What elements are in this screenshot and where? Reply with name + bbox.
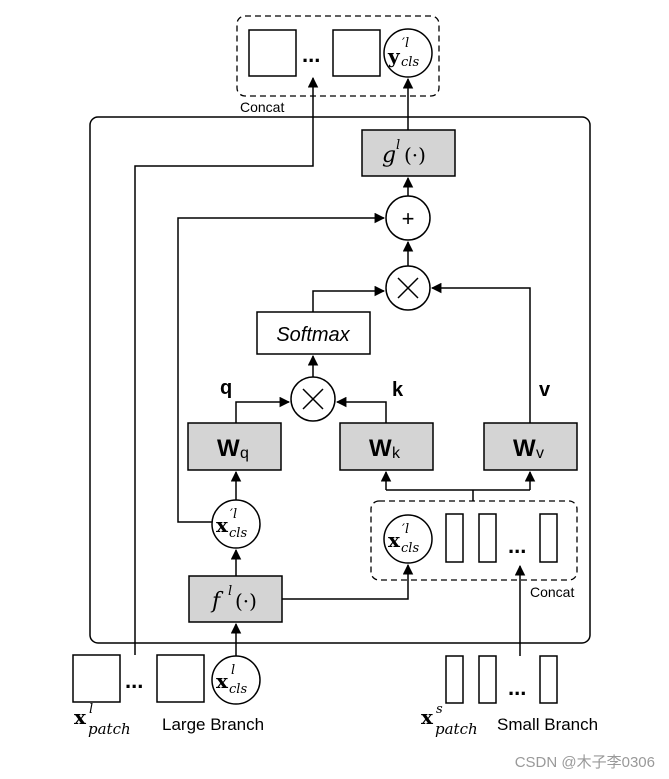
small-patch-token-1 bbox=[445, 513, 464, 563]
multiply-symbol-lower bbox=[302, 388, 324, 410]
wk-sub: k bbox=[392, 445, 401, 462]
output-patch-token-1 bbox=[248, 29, 297, 77]
x-cls-sup: ′l bbox=[230, 507, 237, 522]
small-input-token-3 bbox=[539, 655, 558, 704]
wk-box bbox=[339, 422, 434, 471]
wv-box bbox=[483, 422, 578, 471]
softmax-to-multiply-arrow bbox=[312, 285, 386, 312]
x-cls-in-label: x bbox=[216, 669, 229, 693]
g-func-arg: (·) bbox=[404, 143, 426, 167]
concat-right-label: Concat bbox=[530, 584, 574, 600]
x-cls-in-sub: cls bbox=[229, 682, 247, 697]
x-patch-small-sub: patch bbox=[435, 720, 478, 738]
k-to-multiply-arrow bbox=[335, 396, 387, 423]
module-container bbox=[89, 116, 591, 644]
watermark: CSDN @木子李0306 bbox=[515, 754, 655, 771]
x-patch-large-sup: l bbox=[89, 702, 93, 717]
concat-to-k-v-stem bbox=[386, 489, 530, 501]
residual-arrow bbox=[177, 212, 386, 523]
x-cls-in-sup: l bbox=[231, 663, 235, 678]
small-input-token-2 bbox=[478, 655, 497, 704]
output-concat-group bbox=[236, 15, 440, 97]
q-label: q bbox=[220, 377, 232, 399]
small-input-token-1 bbox=[445, 655, 464, 704]
x-cls-small-concat-token bbox=[383, 514, 433, 564]
concat-top-label: Concat bbox=[240, 99, 284, 115]
wv-main: W bbox=[513, 435, 536, 462]
x-cls-right-label: x bbox=[388, 528, 401, 552]
small-patch-token-2 bbox=[478, 513, 497, 563]
x-cls-label: x bbox=[216, 513, 229, 537]
output-patch-token-2 bbox=[332, 29, 381, 77]
x-cls-right-sub: cls bbox=[401, 541, 419, 556]
wv-sub: v bbox=[536, 445, 544, 462]
x-patch-small-sup: s bbox=[436, 702, 443, 717]
y-cls-token bbox=[383, 28, 433, 78]
large-patch-token-1 bbox=[72, 654, 121, 703]
x-patch-large-sub: patch bbox=[88, 720, 131, 738]
plus-symbol: + bbox=[402, 206, 415, 231]
large-input-dots: ... bbox=[125, 668, 143, 693]
small-branch-label: Small Branch bbox=[497, 715, 598, 734]
y-cls-sup: ′l bbox=[402, 36, 409, 51]
large-branch-label: Large Branch bbox=[162, 715, 264, 734]
small-concat-dots: ... bbox=[508, 533, 526, 558]
x-patch-small-label: x bbox=[421, 705, 434, 729]
wq-sub: q bbox=[240, 445, 249, 462]
g-func-label: g bbox=[382, 143, 396, 168]
f-to-concat-arrow bbox=[282, 563, 414, 600]
wq-box bbox=[187, 422, 282, 471]
f-func-sup: l bbox=[228, 584, 232, 599]
small-branch-concat-group bbox=[370, 500, 578, 581]
x-patch-large-label: x bbox=[74, 705, 87, 729]
wq-main: W bbox=[217, 435, 240, 462]
x-cls-right-sup: ′l bbox=[402, 522, 409, 537]
v-to-multiply-arrow bbox=[430, 282, 531, 423]
softmax-label: Softmax bbox=[276, 324, 350, 346]
patch-bypass-arrow bbox=[134, 76, 319, 655]
multiply-symbol-upper bbox=[397, 277, 419, 299]
q-to-multiply-arrow bbox=[235, 396, 291, 423]
f-func-arg: (·) bbox=[235, 589, 257, 613]
g-projection-box bbox=[361, 129, 456, 177]
x-cls-sub: cls bbox=[229, 526, 247, 541]
wk-main: W bbox=[369, 435, 392, 462]
output-dots: ... bbox=[302, 42, 320, 67]
f-projection-box bbox=[188, 575, 283, 623]
v-label: v bbox=[539, 379, 551, 401]
y-cls-sub: cls bbox=[401, 55, 419, 70]
k-label: k bbox=[392, 379, 404, 401]
g-func-sup: l bbox=[396, 138, 400, 153]
large-patch-token-2 bbox=[156, 654, 205, 703]
small-input-dots: ... bbox=[508, 675, 526, 700]
small-patch-token-3 bbox=[539, 513, 558, 563]
y-cls-label: y bbox=[387, 44, 401, 68]
